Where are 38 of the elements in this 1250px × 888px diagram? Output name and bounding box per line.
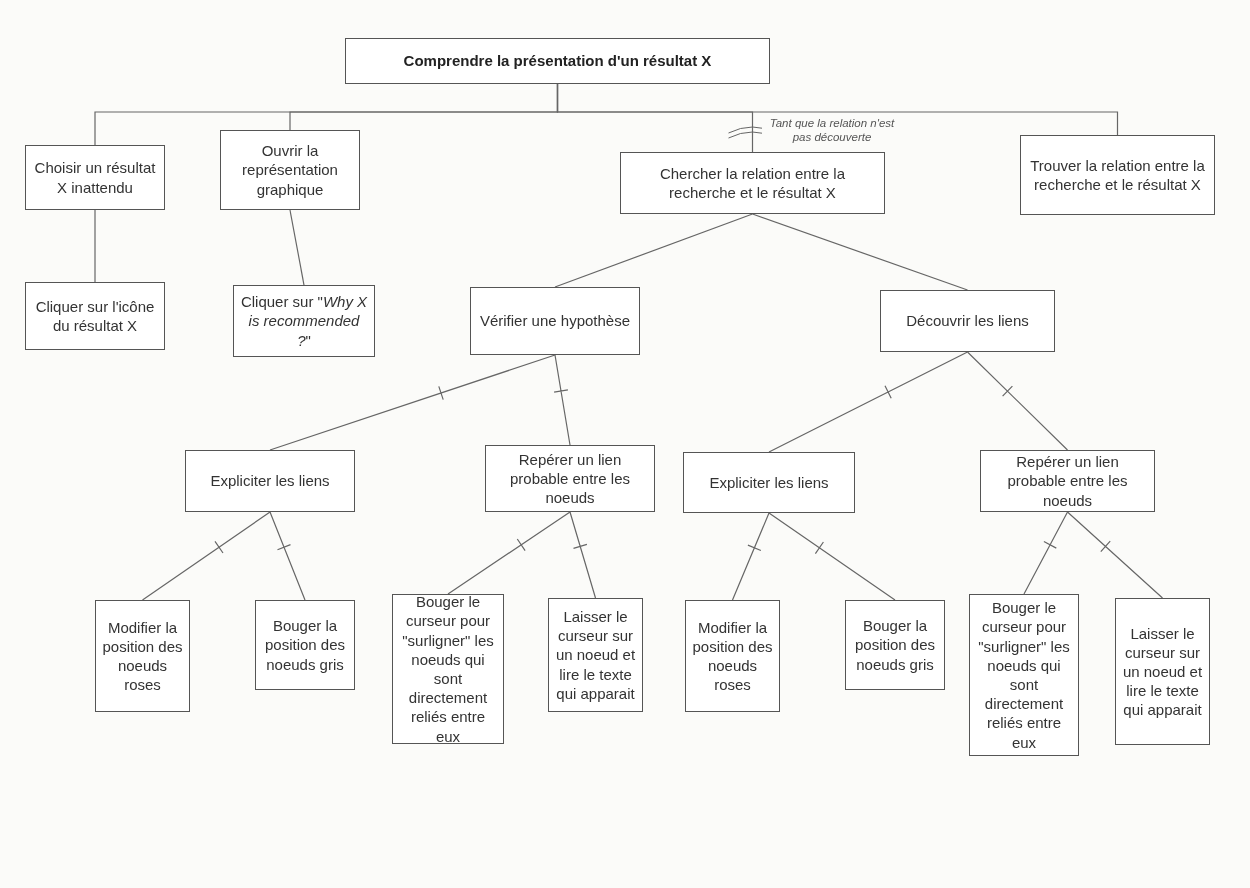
task-box: Bouger le curseur pour "surligner" les noeuds qui sont directement reliés entre eux — [969, 594, 1079, 756]
task-box: Expliciter les liens — [185, 450, 355, 512]
connector-line — [1066, 511, 1164, 599]
task-box: Ouvrir la représentation graphique — [220, 130, 360, 210]
task-box: Vérifier une hypothèse — [470, 287, 640, 355]
task-box: Choisir un résultat X inattendu — [25, 145, 165, 210]
connector-line — [447, 511, 571, 595]
task-box: Trouver la relation entre la recherche et le résultat X — [1020, 135, 1215, 215]
connector-line — [94, 209, 96, 283]
task-box: Bouger la position des noeuds gris — [255, 600, 355, 690]
connector-line — [556, 83, 1119, 136]
task-box: Laisser le curseur sur un noeud et lire le texte qui apparait — [1115, 598, 1210, 745]
connector-line — [1023, 511, 1069, 595]
task-box: Modifier la position des noeuds roses — [685, 600, 780, 712]
connector-line — [141, 511, 271, 601]
task-box: Laisser le curseur sur un noeud et lire le texte qui apparait — [548, 598, 643, 712]
task-box: Découvrir les liens — [880, 290, 1055, 352]
connector-line — [768, 351, 969, 453]
connector-line — [768, 512, 896, 601]
title-box: Comprendre la présentation d'un résultat X — [345, 38, 770, 84]
task-box: Chercher la relation entre la recherche et le résultat X — [620, 152, 885, 214]
connector-line — [569, 511, 597, 599]
connector-line — [554, 213, 754, 288]
task-box: Repérer un lien probable entre les noeuds — [980, 450, 1155, 512]
task-box: Modifier la position des noeuds roses — [95, 600, 190, 712]
connector-line — [553, 354, 571, 446]
task-box: Cliquer sur l'icône du résultat X — [25, 282, 165, 350]
task-box: Bouger le curseur pour "surligner" les noeuds qui sont directement reliés entre eux — [392, 594, 504, 744]
task-box: Expliciter les liens — [683, 452, 855, 513]
connector-line — [289, 209, 305, 286]
connector-line — [269, 354, 556, 451]
connector-line — [751, 213, 969, 291]
task-box: Repérer un lien probable entre les noeuds — [485, 445, 655, 512]
connector-line — [966, 351, 1069, 451]
connector-line — [731, 512, 770, 601]
task-box: Cliquer sur "Why X is recommended ?" — [233, 285, 375, 357]
connector-line — [269, 511, 306, 601]
task-box: Bouger la position des noeuds gris — [845, 600, 945, 690]
